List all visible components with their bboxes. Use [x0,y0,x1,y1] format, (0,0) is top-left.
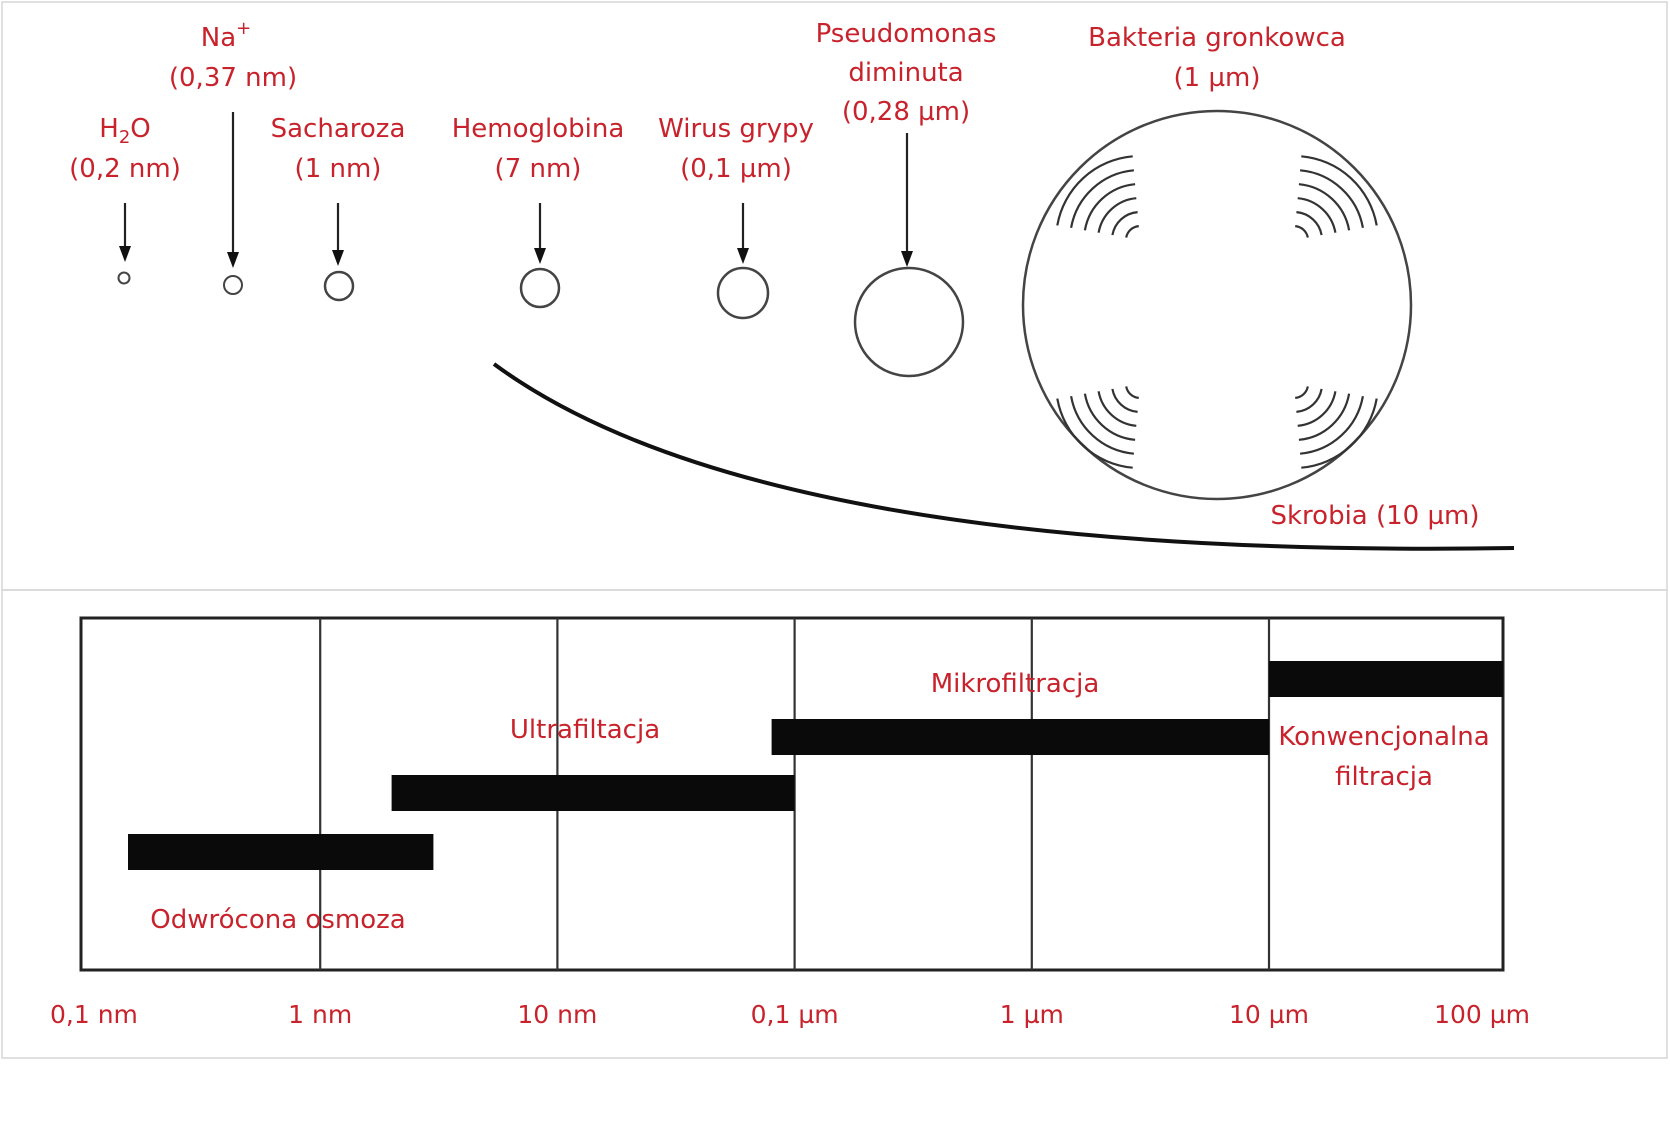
pseudomonas-arrow [901,251,913,267]
particle-h2o: H2O (0,2 nm) [69,114,181,285]
wirus-circle [716,266,770,320]
na-arrow [227,252,239,268]
x-tick-label: 100 µm [1434,1000,1530,1029]
range-label: Konwencjonalna [1278,722,1489,752]
bakteria-arc-upper-left [1097,197,1137,233]
wirus-arrow [737,248,749,264]
bakteria-internal-arcs [1056,155,1378,469]
particle-skrobia: Skrobia (10 µm) [492,362,1515,551]
sacharoza-size: (1 nm) [295,154,382,184]
bakteria-arc-lower-left [1056,398,1133,469]
bakteria-arc-lower-right [1297,391,1337,427]
bakteria-arc-lower-right [1295,386,1309,399]
particle-na: Na+ (0,37 nm) [169,18,297,295]
particle-bakteria-gronkowca: Bakteria gronkowca (1 µm) [1021,23,1413,501]
sacharoza-circle [323,270,355,302]
wirus-name: Wirus grypy [658,114,814,144]
pseudomonas-name-line1: Pseudomonas [816,19,997,49]
bakteria-name: Bakteria gronkowca [1088,23,1346,53]
bakteria-arc-lower-right [1296,388,1323,413]
hemoglobina-name: Hemoglobina [452,114,625,144]
bakteria-arc-upper-left [1111,211,1138,236]
wirus-size: (0,1 µm) [680,154,792,184]
range-bar [391,775,795,811]
particle-hemoglobina: Hemoglobina (7 nm) [452,114,625,309]
bakteria-arc-lower-left [1125,386,1139,399]
range-labels: Odwrócona osmoza Ultrafiltacja Mikrofiltra… [150,669,1489,935]
h2o-size: (0,2 nm) [69,154,181,184]
x-tick-label: 0,1 nm [50,1000,138,1029]
x-tick-label: 0,1 µm [751,1000,839,1029]
sacharoza-name: Sacharoza [271,114,406,144]
range-label: Odwrócona osmoza [150,905,405,935]
particle-pseudomonas: Pseudomonas diminuta (0,28 µm) [816,19,997,378]
range-bar [128,834,434,870]
bakteria-arc-lower-right [1301,398,1378,469]
pseudomonas-circle [853,266,965,378]
bakteria-arc-upper-right [1301,155,1378,226]
h2o-name: H2O [99,114,150,148]
hemoglobina-size: (7 nm) [495,154,582,184]
h2o-arrow [119,246,131,262]
bakteria-arc-upper-left [1125,225,1139,238]
x-tick-label: 1 µm [1000,1000,1064,1029]
range-bar [771,719,1269,755]
bakteria-arc-upper-right [1300,169,1364,228]
pseudomonas-name-line2: diminuta [848,58,963,88]
na-name: Na+ [201,18,251,53]
bakteria-arc-upper-right [1298,183,1351,231]
x-tick-label: 1 nm [288,1000,352,1029]
bakteria-size: (1 µm) [1174,63,1261,93]
bakteria-circle [1021,109,1413,501]
range-bars [128,661,1503,870]
bakteria-arc-lower-right [1300,396,1364,455]
range-label: Ultrafiltacja [510,715,660,745]
bakteria-arc-upper-left [1056,155,1133,226]
bakteria-arc-upper-right [1296,211,1323,236]
h2o-circle [117,271,131,285]
range-label: Mikrofiltracja [931,669,1100,699]
bakteria-arc-upper-left [1083,183,1136,231]
sacharoza-arrow [332,250,344,266]
tick-labels: 0,1 nm 1 nm 10 nm 0,1 µm 1 µm 10 µm 100 µm [50,1000,1530,1029]
hemoglobina-circle [519,267,561,309]
x-tick-label: 10 µm [1229,1000,1309,1029]
bakteria-arc-lower-left [1070,396,1134,455]
particle-wirus-grypy: Wirus grypy (0,1 µm) [658,114,814,320]
bakteria-arc-lower-left [1111,388,1138,413]
x-tick-label: 10 nm [517,1000,597,1029]
skrobia-label: Skrobia (10 µm) [1270,501,1479,531]
range-label: filtracja [1335,762,1433,792]
range-bar [1269,661,1503,697]
bakteria-arc-upper-right [1297,197,1337,233]
na-circle [223,275,243,295]
bakteria-arc-upper-right [1295,225,1309,238]
bakteria-arc-lower-left [1097,391,1137,427]
skrobia-curve [492,362,1515,551]
bottom-panel-frame [1,589,1668,1059]
chart-frame [79,616,1505,972]
bakteria-arc-lower-right [1298,393,1351,441]
bakteria-arc-upper-left [1070,169,1134,228]
na-size: (0,37 nm) [169,63,297,93]
bakteria-arc-lower-left [1083,393,1136,441]
hemoglobina-arrow [534,248,546,264]
pseudomonas-size: (0,28 µm) [842,97,970,127]
particle-sacharoza: Sacharoza (1 nm) [271,114,406,302]
filtration-range-chart: Odwrócona osmoza Ultrafiltacja Mikrofiltra… [50,616,1530,1029]
